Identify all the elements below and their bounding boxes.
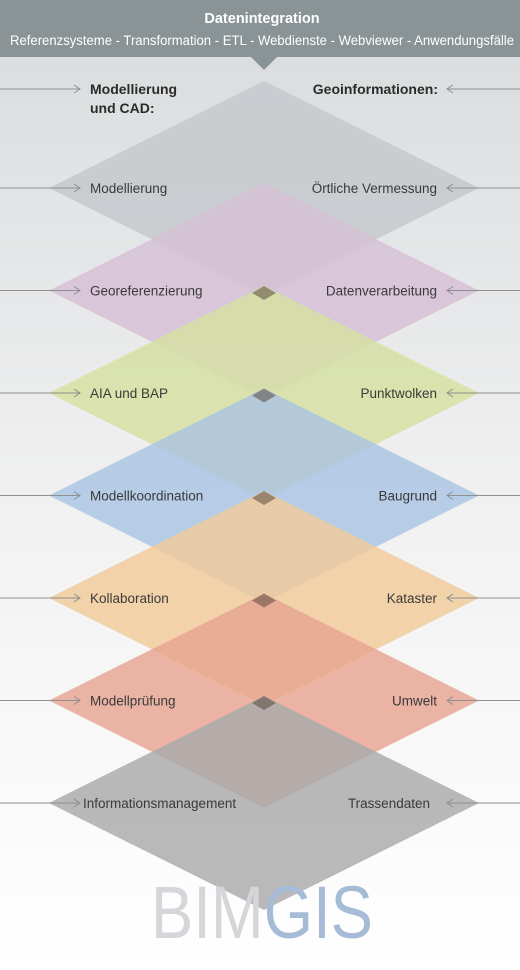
layer-labels: Modellierung Örtliche VermessungGeorefere… — [0, 181, 520, 811]
right-arrow-icon — [446, 696, 454, 705]
right-label: Datenverarbeitung — [326, 284, 437, 299]
right-arrow-icon — [446, 798, 454, 808]
svg-text:BIMGIS: BIMGIS — [151, 871, 373, 954]
left-label: Informationsmanagement — [83, 796, 236, 811]
right-arrow-icon — [446, 491, 454, 500]
overlap-marker — [252, 286, 276, 300]
logo-gis: GIS — [264, 871, 373, 954]
overlap-markers — [252, 286, 276, 710]
right-label: Kataster — [387, 591, 438, 606]
right-arrow-icon — [446, 593, 454, 603]
left-label: Georeferenzierung — [90, 284, 203, 299]
right-column-title: Geoinformationen: — [313, 81, 438, 97]
header-title: Datenintegration — [204, 11, 319, 27]
right-title-arrow-icon — [446, 84, 454, 94]
right-arrow-icon — [446, 183, 454, 193]
right-arrow-icon — [446, 388, 454, 398]
overlap-marker — [252, 491, 276, 505]
layer-diamond-7 — [49, 696, 479, 910]
right-label: Trassendaten — [348, 796, 430, 811]
left-label: Kollaboration — [90, 591, 169, 606]
logo-bim: BIM — [151, 871, 264, 954]
left-arrow-icon — [73, 491, 81, 500]
overlap-marker — [252, 593, 276, 608]
overlap-marker — [252, 696, 276, 710]
header-subtitle: Referenzsysteme - Transformation - ETL -… — [10, 33, 514, 48]
left-label: Modellprüfung — [90, 694, 176, 709]
left-column-title-line1: Modellierung — [90, 81, 177, 97]
header-banner — [0, 0, 520, 70]
left-label: AIA und BAP — [90, 386, 168, 401]
left-arrow-icon — [73, 798, 81, 808]
right-label: Baugrund — [378, 489, 437, 504]
right-label: Punktwolken — [360, 386, 437, 401]
left-title-arrow-icon — [73, 84, 81, 94]
left-label: Modellkoordination — [90, 489, 203, 504]
left-arrow-icon — [73, 286, 81, 295]
left-column-title-line2: und CAD: — [90, 100, 155, 116]
left-arrow-icon — [73, 183, 81, 193]
left-label: Modellierung — [90, 181, 167, 196]
left-arrow-icon — [73, 696, 81, 705]
header: Datenintegration Referenzsysteme - Trans… — [0, 0, 520, 70]
right-arrow-icon — [446, 286, 454, 295]
right-label: Umwelt — [392, 694, 437, 709]
left-arrow-icon — [73, 388, 81, 398]
left-arrow-icon — [73, 593, 81, 603]
column-titles: Modellierung und CAD: Geoinformationen: — [0, 81, 520, 116]
bim-gis-logo: BIMGIS — [151, 871, 373, 954]
overlap-marker — [252, 388, 276, 403]
right-label: Örtliche Vermessung — [312, 181, 437, 196]
